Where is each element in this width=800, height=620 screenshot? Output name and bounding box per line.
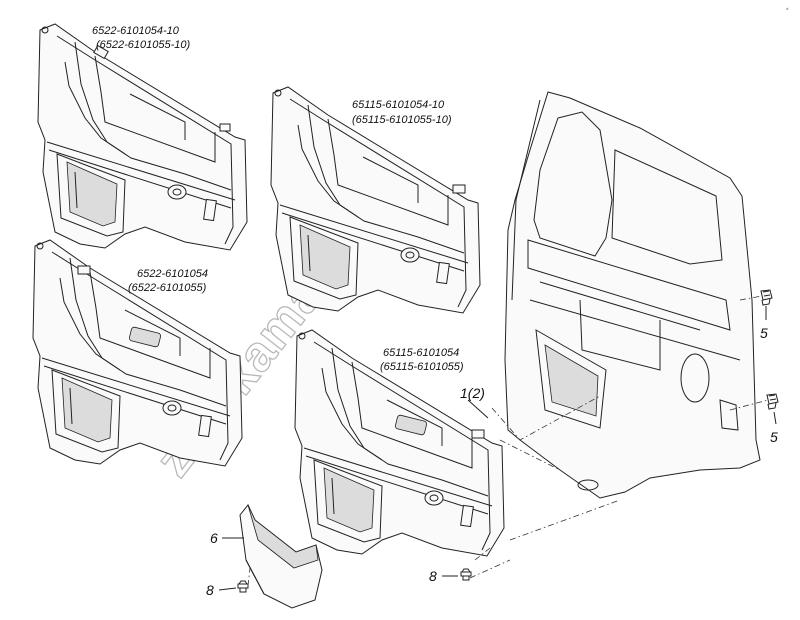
screw-right <box>460 568 472 581</box>
leader-lines <box>218 306 777 591</box>
label-panel-b-alt: (65115-6101055-10) <box>352 114 452 126</box>
storage-pocket <box>239 504 323 609</box>
door-frame <box>504 91 761 499</box>
corner-mark: a' <box>786 6 789 11</box>
callout-screw-left: 8 <box>206 582 214 598</box>
screw-left <box>237 580 249 593</box>
label-panel-d-main: 65115-6101054 <box>383 347 459 359</box>
callout-door: 1(2) <box>460 385 485 401</box>
trim-panel-b <box>270 86 481 314</box>
trim-panel-a <box>37 23 248 251</box>
assembly-lines <box>247 295 769 587</box>
clip-upper <box>760 289 773 306</box>
label-panel-c-main: 6522-6101054 <box>137 268 208 280</box>
callout-pocket: 6 <box>210 530 218 546</box>
label-panel-b-main: 65115-6101054-10 <box>352 99 445 111</box>
trim-panel-d <box>294 329 505 557</box>
trim-panel-c <box>32 239 243 467</box>
callout-screw-right: 8 <box>429 568 437 584</box>
callout-clip-bottom: 5 <box>770 429 778 445</box>
clip-lower <box>766 393 779 410</box>
callout-clip-top: 5 <box>760 325 768 341</box>
label-panel-a-main: 6522-6101054-10 <box>92 25 180 37</box>
label-panel-a-alt: (6522-6101055-10) <box>96 39 191 51</box>
label-panel-c-alt: (6522-6101055) <box>128 282 207 294</box>
label-panel-d-alt: (65115-6101055) <box>380 361 464 373</box>
